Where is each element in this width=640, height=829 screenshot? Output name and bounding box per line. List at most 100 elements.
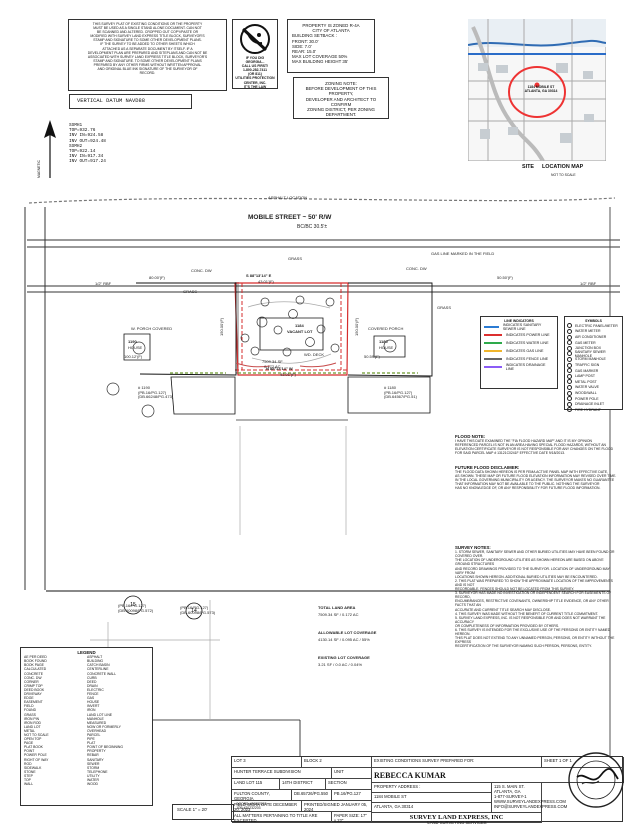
vertical-datum-box: VERTICAL DATUM NAVD88 — [69, 94, 192, 109]
legend-left-item-29: STONE — [24, 769, 36, 774]
right-parcel: # 1180(PB.16/PG.127)(DB.64567/PG.51) — [384, 385, 417, 400]
legend-left-item-17: IRON ROD — [24, 720, 41, 725]
left-parcel-line-3: (DB.66248/PG.473) — [138, 394, 174, 400]
symbol-icon — [567, 351, 572, 357]
survey-note-line-14: THIS PLAT DOES NOT EXTEND TO ANY UNNAMED… — [455, 636, 616, 645]
no-dig-line-7: CENTER, INC. — [243, 80, 267, 85]
legend-left-item-22: PAGE — [24, 741, 34, 746]
legend-right-item-14: IRON — [87, 708, 96, 713]
existing-value: 3.21 SF / 0.0 AC / 0.04% — [318, 662, 363, 667]
survey-notes-title: SURVEY NOTES: — [455, 545, 491, 550]
symbol-icon — [567, 340, 572, 346]
title-lot: LOT 3 — [232, 757, 302, 768]
misc-label-8: WD. DECK — [304, 352, 324, 357]
zoning-line-1: BUILDING SETBACK : — [292, 33, 337, 39]
legend-right-item-23: POINT OF BEGINNING — [87, 745, 123, 750]
contact-line-3: 1-877-SURVEY-1 — [494, 794, 527, 800]
right-parcel-line-3: (DB.64567/PG.51) — [384, 394, 417, 400]
line-indicator-label: INDICATES POWER LINE — [506, 333, 550, 338]
disclaimer-line-3: IN THE LOCAL GOVERNING MUNICIPALITY OR A… — [455, 477, 615, 482]
line-swatch-icon — [484, 358, 502, 361]
title-block: LOT 3 BLOCK 2 HUNTER TERRACE SUBDIVISION… — [231, 756, 624, 825]
symbol-label: WATER METER — [575, 329, 601, 334]
legend-left-item-6: CONC. DW — [24, 675, 42, 680]
symbol-icon — [567, 334, 572, 340]
street-subtitle: BC/BC 30.5'± — [297, 224, 328, 230]
area-title: TOTAL LAND AREA — [318, 605, 356, 610]
symbol-label: WATER VALVE — [575, 385, 599, 390]
bottom-left-parcel-line-2: (DB.60098/PG.572) — [118, 607, 154, 613]
title-sheet: SHEET 1 OF 1 — [542, 757, 624, 768]
survey-note-line-9: ACCURATE AND CURRENT TITLE SEARCH MAY DI… — [455, 607, 551, 612]
symbol-icon — [567, 407, 572, 413]
zoning-line-6: MAX BUILDING HEIGHT 35' — [292, 59, 349, 65]
title-district: 14TH DISTRICT — [280, 779, 326, 790]
zoning-note-box: ZONING NOTE: BEFORE DEVELOPMENT OF THIS … — [293, 77, 389, 119]
allowable-value: 4130.14 SF / 0.095 AC / 55% — [318, 637, 370, 642]
zoning-lines: BUILDING SETBACK :FRONT: 30.0'SIDE: 7.0'… — [292, 33, 370, 64]
legend-right-item-10: FENCE — [87, 692, 99, 697]
location-map-subtitle: NOT TO SCALE — [551, 173, 576, 177]
title-subdivision: HUNTER TERRACE SUBDIVISION — [232, 768, 332, 779]
symbol-label: GAS MARKER — [575, 368, 599, 373]
symbol-label: JUNCTION BOX — [575, 346, 602, 351]
symbol-row: LAMP POST — [567, 373, 620, 379]
legend-right-item-20: PARCEL — [87, 732, 101, 737]
title-property-2: ATLANTA, GA 30314 — [372, 803, 492, 813]
misc-label-10: CONC. DW — [406, 266, 427, 271]
bottom-right-parcel: (PB.16/PG.127)(DB.60098/PG.573) — [180, 605, 215, 615]
no-dig-line-5: (OR 811) — [248, 72, 262, 77]
notice-line-8: DEVELOPMENT PLAN ARE PREPARED AND SITEPL… — [87, 50, 208, 55]
notice-line-9: ASSOCIATED WITH SURVEY LAND EXPRESS TITL… — [87, 54, 208, 59]
zoning-title-1: PROPERTY IS ZONED R-4A — [302, 23, 360, 28]
front-distance: 43.01'(F) — [258, 279, 274, 284]
symbol-label: LAMP POST — [575, 374, 595, 379]
symbol-row: STORM MANHOLE — [567, 356, 620, 363]
legend-right-item-31: WATER — [87, 778, 99, 783]
left-parcel-line-2: (PB.16/PG.127) — [138, 389, 167, 395]
title-plat: PB.16/PG.127 — [332, 790, 372, 801]
flood-note: FLOOD NOTE: I HAVE THIS DATE EXAMINED TH… — [455, 434, 619, 490]
symbol-icon — [567, 323, 572, 329]
zoning-note-lines: BEFORE DEVELOPMENT OF THIS PROPERTY,DEVE… — [297, 86, 385, 117]
notice-line-1: THIS SURVEY PLAT OF EXISTING CONDITIONS … — [92, 22, 203, 26]
symbol-row: POWER POLE — [567, 396, 620, 402]
legend-right-item-3: CATCH BASIN — [87, 663, 110, 668]
survey-note-line-3: AND RECORD DRAWINGS PROVIDED TO THE SURV… — [455, 566, 611, 575]
legend-left-item-8: CRIMP TOP — [24, 683, 43, 688]
contact-line-4: WWW.SURVEYLANDEXPRESS.COM — [494, 799, 566, 805]
zoning-line-3: SIDE: 7.0' — [292, 43, 312, 49]
title-paper-size: PAPER SIZE: 17" x 22" — [332, 812, 372, 823]
contact-line-1: 115 S. MAIN ST. — [494, 784, 525, 789]
ssmh-line-2: TOP=932.76 — [69, 128, 96, 134]
zoning-line-5: MAX LOT COVERAGE 50% — [292, 54, 348, 60]
location-map-address: 1184 MOBILE ST ATLANTA, GA 30314 — [516, 85, 566, 93]
symbol-row: FIRE HYDRANT — [567, 407, 620, 413]
legend-left-item-12: EASEMENT — [24, 700, 43, 705]
left-house-number: 1190 — [128, 339, 137, 344]
legend-left-item-31: TOP — [24, 778, 31, 783]
top-left-distance: 80.00'(F) — [149, 275, 165, 280]
right-distance: 150.00'(F) — [354, 317, 359, 336]
vertical-datum-label: VERTICAL DATUM NAVD88 — [77, 98, 145, 104]
misc-label-7: COVERED PORCH — [368, 326, 404, 331]
legend-right-item-1: ASPHALT — [87, 655, 103, 660]
flood-line-4: FOR SAID PARCEL MAP # 13121C0241F EFFECT… — [455, 451, 565, 456]
legend-left-item-4: CALCULATED — [24, 667, 47, 672]
survey-note-line-10: 4. THIS SURVEY WAS MADE WITHOUT THE BENE… — [455, 611, 599, 616]
flood-line-1: I HAVE THIS DATE EXAMINED THE "FIA FLOOD… — [455, 439, 592, 444]
symbol-label: POWER POLE — [575, 396, 599, 401]
scale-box: SCALE 1" = 20' — [172, 804, 234, 820]
misc-label-6: W. PORCH COVERED — [131, 326, 173, 331]
scale-text: SCALE 1" = 20' — [177, 807, 208, 812]
notice-line-10: STAMP AND SIGNATURE. TO SOME OTHER DEVEL… — [93, 58, 202, 63]
legend-left-item-15: GRASS — [24, 712, 36, 717]
legend-left-item-26: RIGHT OF WAY — [24, 757, 49, 762]
line-indicator-label: INDICATES FENCE LINE — [506, 357, 549, 362]
survey-note-line-15: RECERTIFICATION OF THE SURVEYOR NAMING S… — [455, 644, 592, 649]
symbol-label: METAL POST — [575, 379, 597, 384]
contact-line-5: INFO@SURVEYLANDEXPRESS.COM — [494, 804, 568, 810]
